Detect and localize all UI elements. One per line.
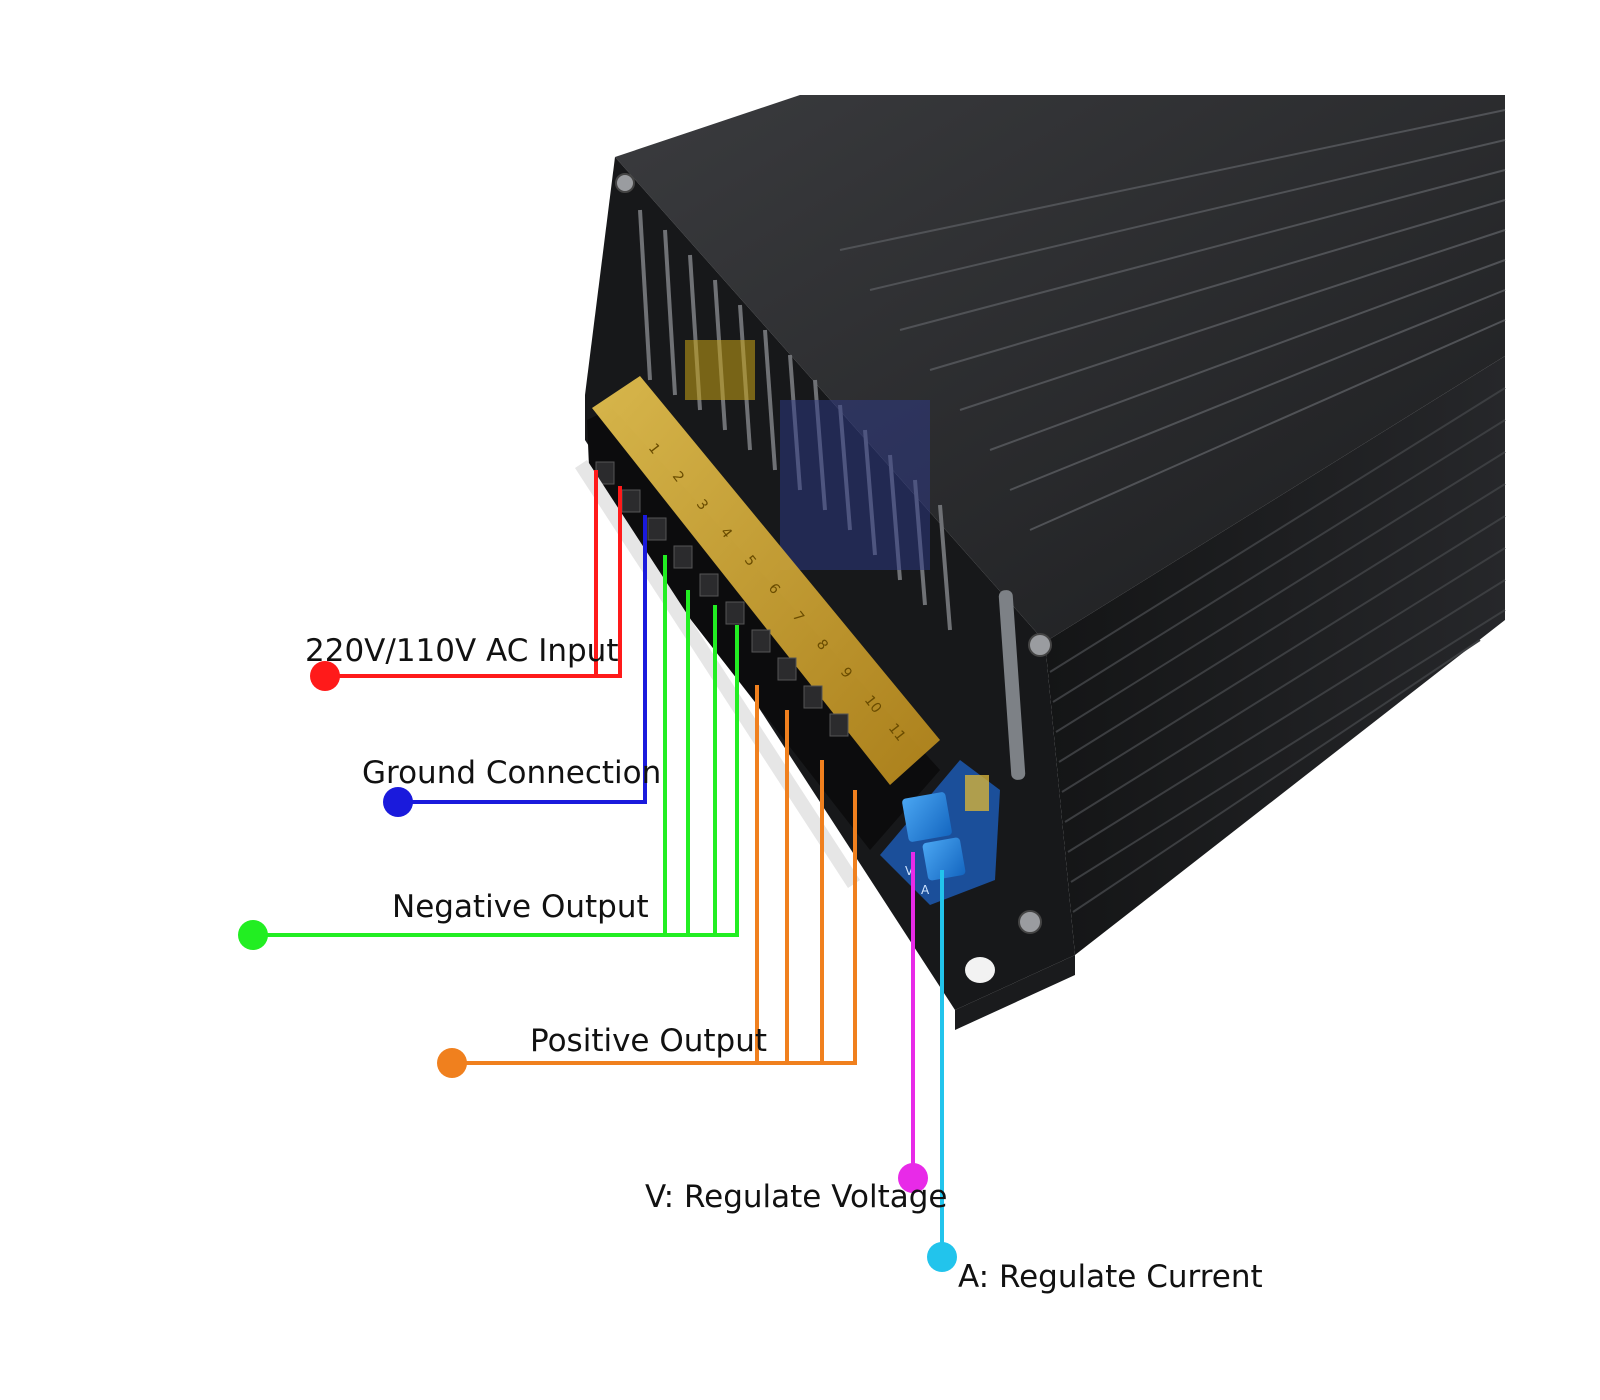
power-supply-icon xyxy=(585,95,1506,1030)
regulate-voltage-marker xyxy=(898,1163,928,1193)
potentiometer-voltage xyxy=(902,792,952,842)
callout-ac-input xyxy=(325,470,622,678)
label-ground: Ground Connection xyxy=(362,755,661,791)
potentiometer-mark-a: A xyxy=(921,883,930,897)
mounting-hole xyxy=(965,957,995,983)
wire-line xyxy=(325,486,622,678)
led-slot xyxy=(998,590,1026,780)
housing-side xyxy=(1045,356,1505,955)
internal-transformer xyxy=(685,340,755,400)
label-positive-output: Positive Output xyxy=(530,1023,767,1059)
label-ac-input: 220V/110V AC Input xyxy=(305,633,618,669)
screw-icon xyxy=(615,173,635,193)
callout-ground xyxy=(398,515,647,804)
screw-icon xyxy=(1028,633,1052,657)
housing-side-ribs xyxy=(1049,387,1506,913)
screw-icon xyxy=(1018,910,1042,934)
callout-negative-output xyxy=(253,555,739,937)
housing-top xyxy=(615,95,1505,642)
potentiometer-mark-v: V xyxy=(905,864,914,878)
wire-line xyxy=(398,515,647,804)
terminal-cover xyxy=(592,376,940,785)
potentiometer-icon: V A xyxy=(880,760,1000,905)
callout-positive-output xyxy=(452,685,857,1065)
potentiometer-current xyxy=(922,837,966,881)
terminal-screws xyxy=(595,461,849,737)
housing-top-ribs xyxy=(839,109,1506,531)
label-negative-output: Negative Output xyxy=(392,889,649,925)
positive-output-marker xyxy=(437,1048,467,1078)
ac-input-marker xyxy=(310,661,340,691)
wire-line xyxy=(253,625,739,937)
potentiometer-aux xyxy=(965,775,989,811)
regulate-current-marker xyxy=(927,1242,957,1272)
ground-marker xyxy=(383,787,413,817)
wire-line xyxy=(452,790,857,1065)
label-regulate-voltage: V: Regulate Voltage xyxy=(645,1179,948,1215)
terminal-block-base xyxy=(587,408,940,850)
label-regulate-current: A: Regulate Current xyxy=(958,1259,1263,1295)
mounting-bracket xyxy=(955,955,1075,1030)
negative-output-marker xyxy=(238,920,268,950)
internal-capacitors xyxy=(780,400,930,570)
